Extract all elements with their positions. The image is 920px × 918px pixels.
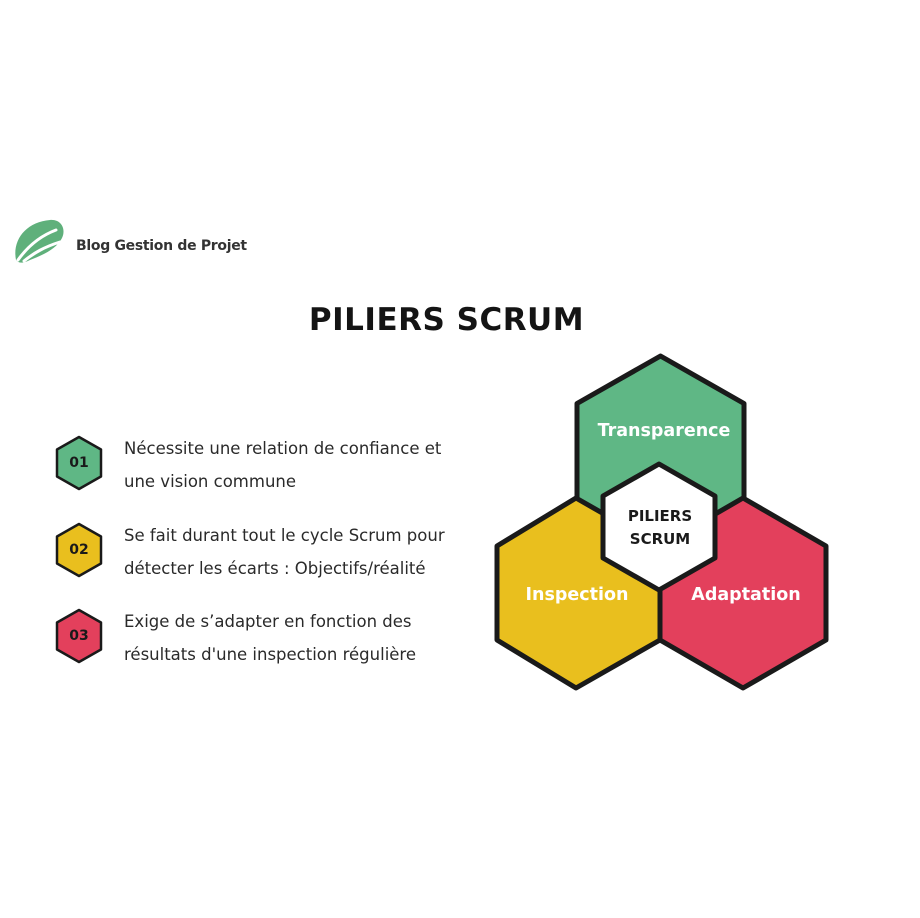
- label-adaptation: Adaptation: [691, 585, 800, 605]
- list-item: 02 Se fait durant tout le cycle Scrum po…: [54, 517, 474, 587]
- hexagon-center: [600, 461, 718, 593]
- pillars-hexagon-diagram: Transparence Inspection Adaptation PILIE…: [490, 350, 835, 695]
- list-item: 03 Exige de s’adapter en fonction des ré…: [54, 603, 474, 673]
- number-label: 03: [69, 628, 89, 644]
- pillar-description: Nécessite une relation de confiance et u…: [124, 439, 442, 491]
- center-label-line2: SCRUM: [630, 530, 690, 548]
- number-badge: 03: [54, 608, 104, 664]
- label-transparence: Transparence: [598, 421, 731, 441]
- number-badge: 01: [54, 435, 104, 491]
- brand-name: Blog Gestion de Projet: [76, 238, 247, 254]
- pillar-description: Exige de s’adapter en fonction des résul…: [124, 612, 417, 664]
- leaf-logo-icon: [10, 216, 70, 276]
- page-title: PILIERS SCRUM: [308, 302, 585, 338]
- number-label: 02: [69, 542, 89, 558]
- brand[interactable]: Blog Gestion de Projet: [10, 216, 247, 276]
- center-label-line1: PILIERS: [628, 507, 692, 525]
- pillar-description: Se fait durant tout le cycle Scrum pour …: [124, 526, 445, 578]
- number-badge: 02: [54, 522, 104, 578]
- label-inspection: Inspection: [525, 585, 628, 605]
- list-item: 01 Nécessite une relation de confiance e…: [54, 430, 474, 500]
- number-label: 01: [69, 455, 89, 471]
